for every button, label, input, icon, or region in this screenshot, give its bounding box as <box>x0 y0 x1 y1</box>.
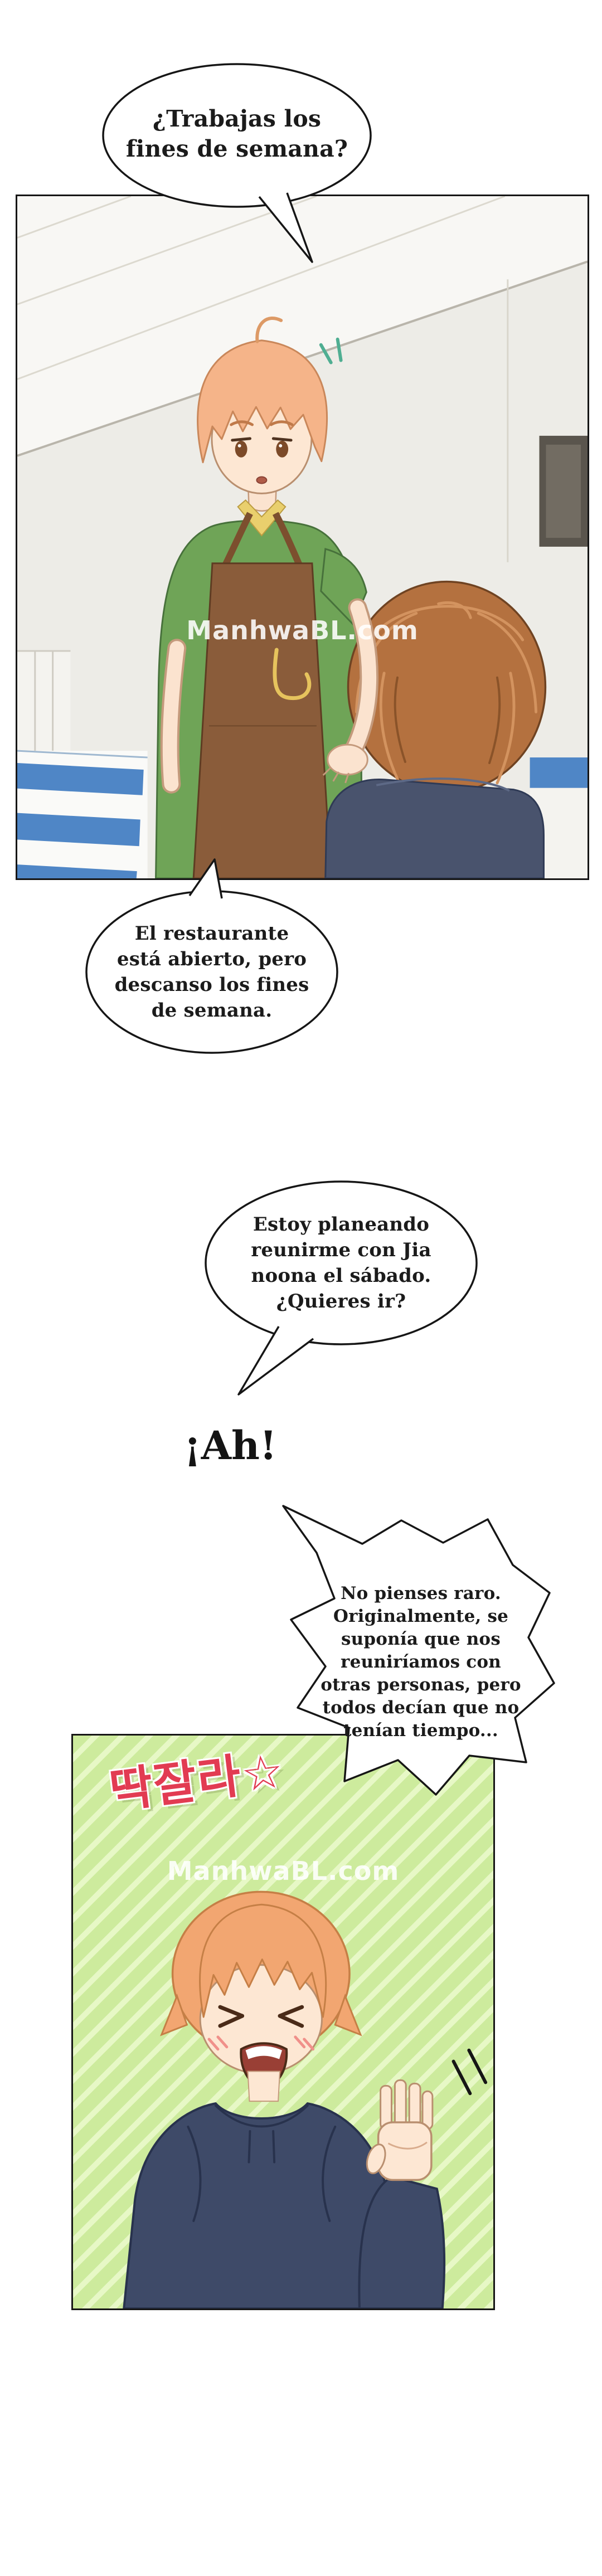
back-collar <box>376 777 510 792</box>
panel1-art <box>17 196 588 878</box>
bubble-line: No pienses raro. <box>341 1583 501 1603</box>
window-left <box>17 650 71 760</box>
bubble-line: El restaurante <box>134 922 289 945</box>
watermark: ManhwaBL.com <box>186 615 419 645</box>
surprise-mark <box>319 337 343 364</box>
raised-hand <box>366 2079 434 2181</box>
apron-strap-right <box>272 512 304 571</box>
speech-bubble-3-shape <box>205 1180 478 1396</box>
bubble-line: ¿Trabajas los <box>152 105 322 132</box>
bubble-line: ¿Quieres ir? <box>276 1290 406 1313</box>
bubble-line: Estoy planeando <box>253 1213 430 1236</box>
waiter-eyebrows <box>230 420 294 426</box>
scrunched-eyes <box>218 2005 304 2028</box>
shout-neck <box>247 2070 281 2102</box>
bubble-line: descanso los fines <box>114 974 309 996</box>
back-hair-shadow <box>394 676 501 765</box>
shout-hair-tuft-right <box>334 1994 362 2037</box>
ceiling <box>17 196 588 457</box>
waiter-collar <box>237 499 287 537</box>
bubble-tail <box>258 192 313 263</box>
bubble-line: noona el sábado. <box>251 1265 431 1287</box>
bubble-tail <box>188 858 223 899</box>
motion-lines <box>452 2048 488 2096</box>
panel-1: ManhwaBL.com <box>16 195 589 880</box>
shout-fringe <box>199 1903 327 2018</box>
speech-bubble-1-shape <box>102 63 372 263</box>
bubble-line: reunirme con Jia <box>251 1239 431 1261</box>
speech-bubble-2-shape <box>85 858 338 1054</box>
speech-bubble-4-shape <box>282 1505 555 1796</box>
bubble3-text: Estoy planeando reunirme con Jia noona e… <box>206 1212 476 1314</box>
blush-marks <box>207 2035 315 2051</box>
speech-bubble-1: ¿Trabajas los fines de semana? <box>95 55 385 278</box>
bubble4-text: No pienses raro. Originalmente, se supon… <box>290 1582 552 1742</box>
waiter-eyes <box>231 437 293 458</box>
bubble1-text: ¿Trabajas los fines de semana? <box>103 104 371 164</box>
speech-bubble-4: No pienses raro. Originalmente, se supon… <box>268 1499 563 1811</box>
waiter-mouth <box>256 476 268 484</box>
waiter-ahoge <box>255 317 283 343</box>
bubble-line: de semana. <box>151 999 273 1022</box>
counter-left-striped <box>17 750 148 878</box>
character-back <box>324 580 547 878</box>
character-shouting <box>123 1890 488 2308</box>
bubble-tail <box>237 1326 314 1396</box>
bubble2-text: El restaurante está abierto, pero descan… <box>86 921 337 1023</box>
apron-cord <box>273 648 312 701</box>
panel2-art <box>123 1890 488 2308</box>
bubble-line: está abierto, pero <box>116 948 307 970</box>
waiter-hand <box>327 743 368 776</box>
shout-hair-tuft-left <box>160 1994 188 2037</box>
bubble-body <box>205 1180 478 1345</box>
bubble-line: otras personas, pero <box>321 1675 521 1695</box>
speech-bubble-2: El restaurante está abierto, pero descan… <box>78 843 351 1060</box>
bubble-line: Originalmente, se <box>333 1606 509 1626</box>
waiter-fingers <box>322 766 349 784</box>
apron-strap-left <box>220 512 253 571</box>
character-waiter <box>155 317 363 878</box>
watermark: ManhwaBL.com <box>167 1856 400 1886</box>
waiter-hair <box>197 339 328 464</box>
bubble-line: reuniríamos con <box>341 1652 501 1672</box>
bubble-line: todos decían que no <box>322 1698 520 1718</box>
door-frame <box>539 435 588 547</box>
speech-bubble-3: Estoy planeando reunirme con Jia noona e… <box>195 1143 491 1410</box>
bubble-body-jagged <box>282 1505 555 1796</box>
bubble-line: fines de semana? <box>125 135 348 162</box>
exclamation-text: ¡Ah! <box>184 1422 277 1469</box>
apron <box>192 562 332 878</box>
back-shoulders <box>324 778 545 878</box>
bubble-line: suponía que nos <box>341 1629 501 1649</box>
panel-2: 딱잘라☆ ManhwaBL.com <box>71 1734 495 2310</box>
waiter-extended-arm <box>320 547 379 784</box>
hoodie-folds <box>187 2104 337 2222</box>
hoodie <box>123 2102 401 2308</box>
bubble-body <box>102 63 372 208</box>
waiter-left-arm <box>162 641 185 791</box>
bubble-line: tenían tiempo... <box>343 1720 498 1741</box>
